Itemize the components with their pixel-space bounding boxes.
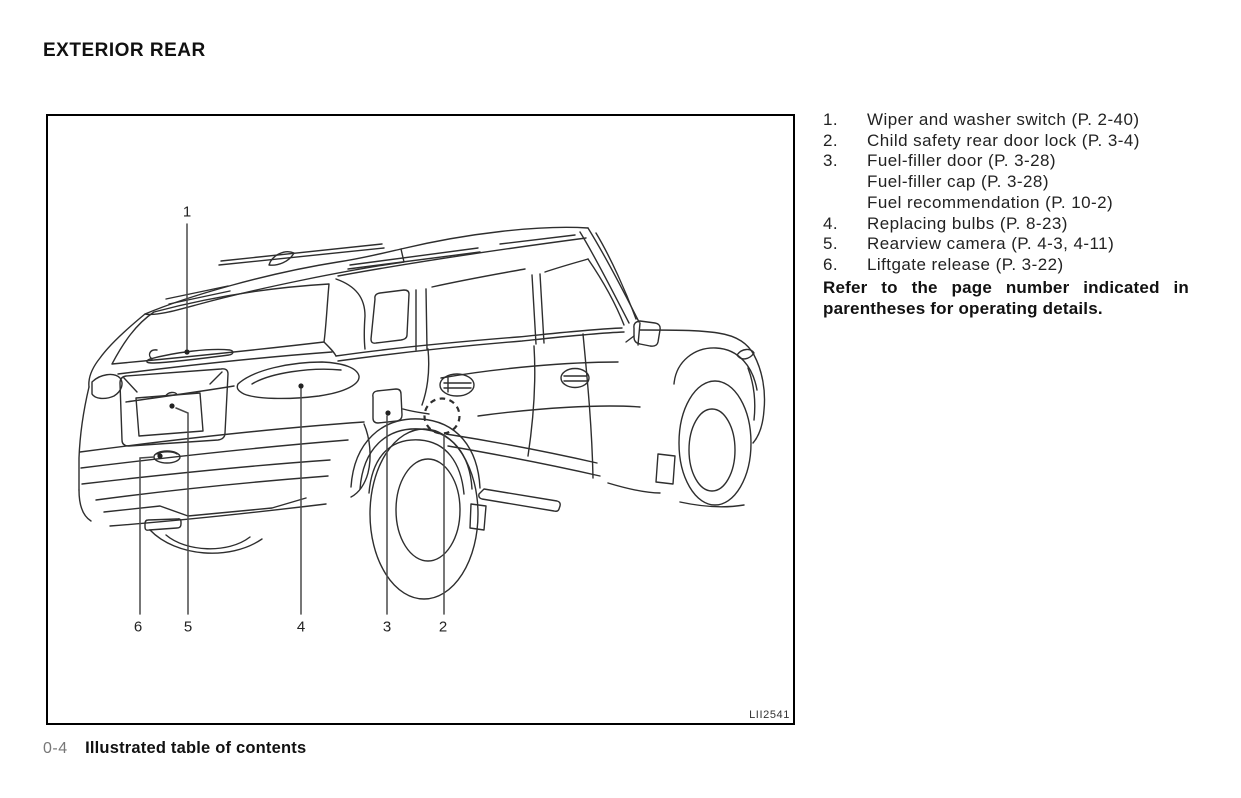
roof-rails xyxy=(218,234,576,270)
legend-item-number: 6. xyxy=(823,254,839,274)
legend-item-line: Fuel-filler cap (P. 3-28) xyxy=(867,172,1049,192)
callout-number-1: 1 xyxy=(182,203,192,221)
legend-item-number: 1. xyxy=(823,110,839,129)
car-body xyxy=(78,226,766,600)
legend-item-2: 2. Child safety rear door lock (P. 3-4) xyxy=(823,131,1189,152)
car-rear-3-4-illustration xyxy=(78,223,766,615)
legend-item-text: Rearview camera (P. 4-3, 4-11) xyxy=(867,234,1115,254)
legend-item-6: 6. Liftgate release (P. 3-22) xyxy=(823,255,1189,276)
callout-leader-lines xyxy=(139,223,445,615)
legend-item-number: 3. xyxy=(823,151,839,171)
front-door-handle xyxy=(560,367,590,389)
rearview-camera xyxy=(165,391,178,397)
legend-item-number: 2. xyxy=(823,130,839,150)
legend-item-3: 3. Fuel-filler door (P. 3-28) Fuel-fille… xyxy=(823,151,1189,213)
left-tail-lamp xyxy=(91,373,123,400)
rear-wheel xyxy=(369,428,479,600)
callout-number-5: 5 xyxy=(183,618,193,636)
page-footer: 0-4 Illustrated table of contents xyxy=(43,739,306,758)
legend-item-text: Wiper and washer switch (P. 2-40) xyxy=(867,110,1140,129)
license-plate xyxy=(135,392,204,437)
legend-item-1: 1. Wiper and washer switch (P. 2-40) xyxy=(823,110,1189,131)
legend-note: Refer to the page number indicated in pa… xyxy=(823,277,1189,318)
legend-list: 1. Wiper and washer switch (P. 2-40) 2. … xyxy=(823,110,1189,319)
legend-item-number: 4. xyxy=(823,213,839,233)
fuel-filler-door xyxy=(372,388,430,424)
front-wheel xyxy=(678,380,752,506)
figure-box: 1 6 5 4 3 2 LII2541 xyxy=(46,114,795,725)
legend-item-text: Fuel-filler door (P. 3-28) Fuel-filler c… xyxy=(867,151,1189,213)
legend-item-5: 5. Rearview camera (P. 4-3, 4-11) xyxy=(823,234,1189,255)
legend-item-text: Replacing bulbs (P. 8-23) xyxy=(867,213,1068,233)
legend-item-line: Fuel recommendation (P. 10-2) xyxy=(867,192,1114,212)
rear-bumper xyxy=(79,421,365,531)
rear-wiper xyxy=(146,348,234,364)
child-lock-location-marker xyxy=(423,397,461,435)
footer-section-title: Illustrated table of contents xyxy=(85,739,307,757)
legend-item-line: Fuel-filler door (P. 3-28) xyxy=(867,151,1057,171)
page-title: EXTERIOR REAR xyxy=(43,40,206,61)
side-mirror xyxy=(625,320,661,347)
callout-number-4: 4 xyxy=(296,618,306,636)
headlight xyxy=(736,348,755,360)
legend-item-text: Liftgate release (P. 3-22) xyxy=(867,254,1064,274)
figure-code: LII2541 xyxy=(749,709,790,721)
callout-number-6: 6 xyxy=(133,618,143,636)
legend-item-number: 5. xyxy=(823,234,839,254)
page-number: 0-4 xyxy=(43,740,68,757)
legend-item-4: 4. Replacing bulbs (P. 8-23) xyxy=(823,214,1189,235)
legend-item-text: Child safety rear door lock (P. 3-4) xyxy=(867,130,1140,150)
rear-window-glass xyxy=(111,283,330,365)
callout-number-2: 2 xyxy=(438,618,448,636)
license-plate-recess xyxy=(119,368,229,447)
callout-number-3: 3 xyxy=(382,618,392,636)
tail-lamp xyxy=(236,361,360,400)
rear-door-handle xyxy=(439,373,475,397)
